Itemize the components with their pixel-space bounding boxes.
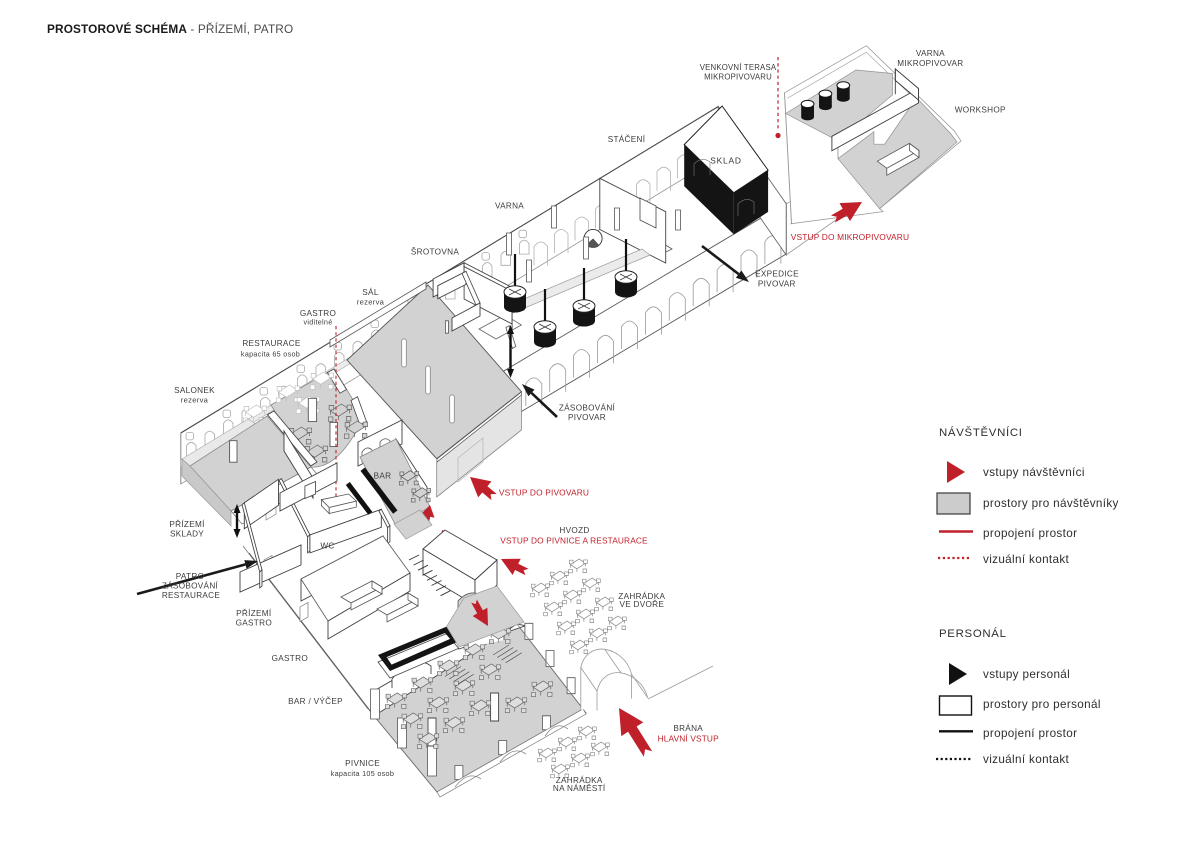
svg-text:WORKSHOP: WORKSHOP [955, 105, 1006, 114]
svg-text:ZÁSOBOVÁNÍ: ZÁSOBOVÁNÍ [559, 403, 616, 413]
svg-text:VE DVOŘE: VE DVOŘE [619, 599, 664, 609]
svg-text:SKLADY: SKLADY [170, 530, 204, 539]
svg-text:RESTAURACE: RESTAURACE [162, 591, 221, 600]
svg-text:VSTUP DO MIKROPIVOVARU: VSTUP DO MIKROPIVOVARU [791, 232, 909, 242]
svg-text:VSTUP DO PIVOVARU: VSTUP DO PIVOVARU [499, 488, 589, 498]
svg-text:PERSONÁL: PERSONÁL [939, 627, 1007, 640]
svg-text:RESTAURACE: RESTAURACE [242, 339, 301, 348]
svg-text:GASTRO: GASTRO [300, 309, 336, 318]
svg-text:BRÁNA: BRÁNA [673, 723, 703, 733]
svg-text:BAR: BAR [374, 472, 392, 481]
svg-text:GASTRO: GASTRO [272, 654, 308, 663]
svg-text:vizuální kontakt: vizuální kontakt [983, 753, 1070, 766]
svg-text:PIVNICE: PIVNICE [345, 759, 380, 768]
svg-text:vstupy návštěvníci: vstupy návštěvníci [983, 466, 1085, 479]
svg-text:EXPEDICE: EXPEDICE [755, 270, 799, 279]
svg-text:PŘÍZEMÍ: PŘÍZEMÍ [169, 519, 205, 529]
svg-text:SÁL: SÁL [362, 287, 379, 297]
svg-text:SALONEK: SALONEK [174, 386, 215, 395]
svg-text:viditelné: viditelné [303, 318, 332, 327]
svg-text:STÁČENÍ: STÁČENÍ [608, 134, 646, 144]
svg-text:MIKROPIVOVAR: MIKROPIVOVAR [897, 59, 963, 68]
svg-text:kapacita 105 osob: kapacita 105 osob [331, 769, 394, 778]
svg-text:rezerva: rezerva [181, 396, 209, 405]
svg-text:PIVOVAR: PIVOVAR [758, 279, 796, 288]
svg-text:MIKROPIVOVARU: MIKROPIVOVARU [704, 73, 772, 82]
svg-text:ZÁSOBOVÁNÍ: ZÁSOBOVÁNÍ [162, 581, 219, 591]
svg-text:vizuální kontakt: vizuální kontakt [983, 553, 1070, 566]
svg-text:VARNA: VARNA [495, 202, 524, 211]
svg-text:PROSTOROVÉ SCHÉMA - PŘÍZEMÍ, P: PROSTOROVÉ SCHÉMA - PŘÍZEMÍ, PATRO [47, 22, 293, 36]
svg-text:HLAVNÍ VSTUP: HLAVNÍ VSTUP [658, 734, 719, 744]
svg-text:PŘÍZEMÍ: PŘÍZEMÍ [236, 608, 272, 618]
svg-text:propojení prostor: propojení prostor [983, 727, 1077, 740]
svg-text:PIVOVAR: PIVOVAR [568, 413, 606, 422]
svg-text:HVOZD: HVOZD [559, 526, 589, 535]
svg-text:NA NÁMĚSTÍ: NA NÁMĚSTÍ [553, 783, 606, 793]
svg-text:VENKOVNÍ TERASA: VENKOVNÍ TERASA [700, 63, 777, 72]
svg-text:SKLAD: SKLAD [710, 156, 741, 166]
svg-text:WC: WC [320, 542, 334, 551]
svg-text:PATRO: PATRO [176, 572, 205, 581]
svg-text:VARNA: VARNA [916, 49, 945, 58]
svg-text:VSTUP DO PIVNICE A RESTAURACE: VSTUP DO PIVNICE A RESTAURACE [500, 536, 648, 546]
svg-text:prostory pro návštěvníky: prostory pro návštěvníky [983, 497, 1119, 510]
svg-text:propojení prostor: propojení prostor [983, 527, 1077, 540]
svg-text:kapacita 65 osob: kapacita 65 osob [241, 350, 300, 359]
svg-text:ZAHRÁDKA: ZAHRÁDKA [556, 775, 603, 785]
svg-text:BAR / VÝČEP: BAR / VÝČEP [288, 696, 343, 706]
svg-text:prostory pro personál: prostory pro personál [983, 698, 1101, 711]
svg-text:ŠROTOVNA: ŠROTOVNA [411, 247, 459, 257]
svg-text:GASTRO: GASTRO [236, 619, 272, 628]
svg-text:rezerva: rezerva [357, 298, 385, 307]
svg-text:vstupy personál: vstupy personál [983, 668, 1070, 681]
svg-text:ZAHRÁDKA: ZAHRÁDKA [618, 591, 665, 601]
svg-text:NÁVŠTĚVNÍCI: NÁVŠTĚVNÍCI [939, 426, 1023, 439]
